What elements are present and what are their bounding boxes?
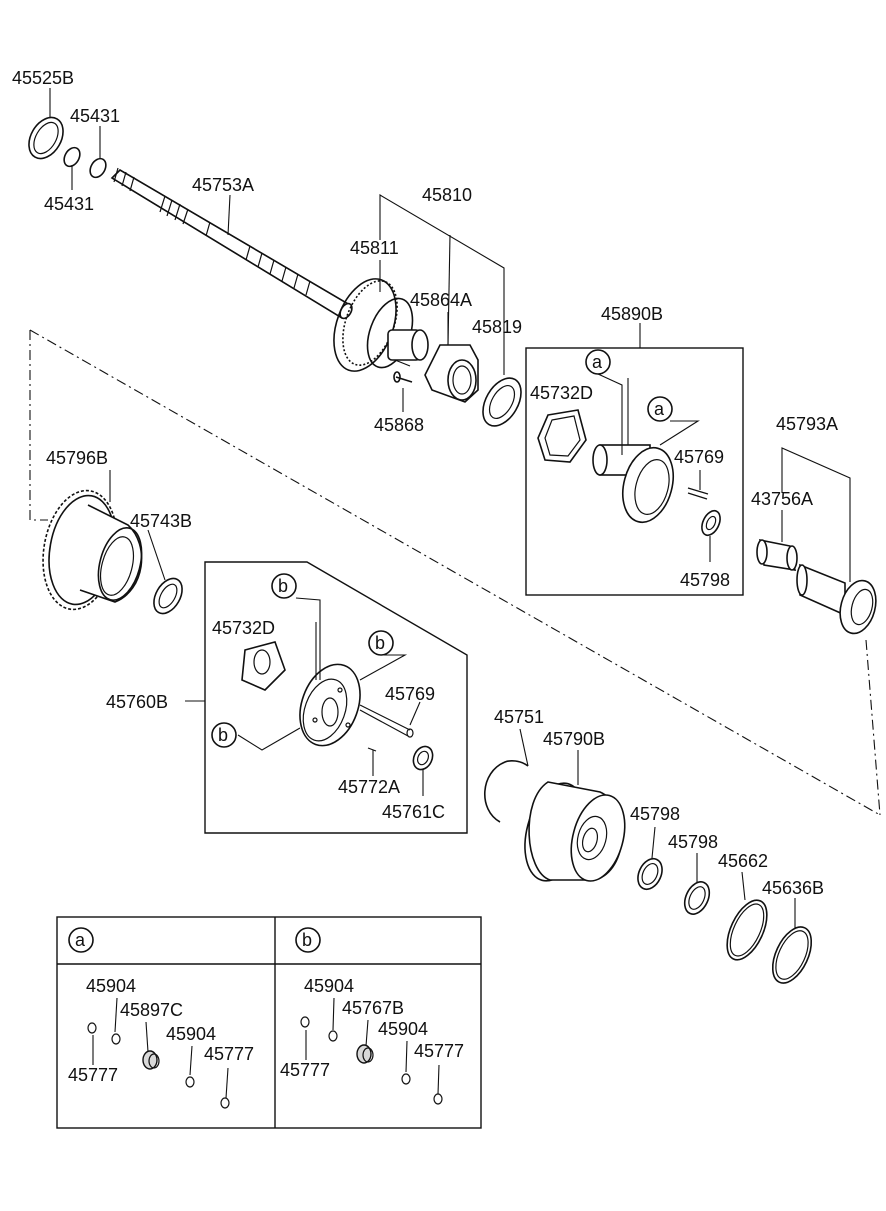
assembly-box-45890B xyxy=(525,347,744,596)
svg-text:a: a xyxy=(75,930,86,950)
thrust-washer-45798-b xyxy=(683,881,711,915)
svg-text:a: a xyxy=(654,399,665,419)
assembly-guide-line-right xyxy=(865,639,881,816)
marker-a-1: a xyxy=(585,349,611,375)
label-45798-b: 45798 xyxy=(668,832,718,852)
label-43756A: 43756A xyxy=(751,489,813,509)
drum-45790B xyxy=(524,781,626,882)
table-a-item-4: 45777 xyxy=(68,1065,118,1085)
snap-ring-45431-a xyxy=(63,146,81,168)
snap-ring-45751 xyxy=(484,760,529,823)
output-shaft-45753A xyxy=(110,167,353,320)
table-header-a: a xyxy=(68,927,94,953)
table-b-item-3: 45904 xyxy=(378,1019,428,1039)
svg-text:b: b xyxy=(375,633,385,653)
label-45772A: 45772A xyxy=(338,777,400,797)
label-45743B: 45743B xyxy=(130,511,192,531)
thrust-washer-45798-a xyxy=(637,857,663,891)
label-45753A: 45753A xyxy=(192,175,254,195)
marker-a-2: a xyxy=(647,396,673,422)
table-b-item-1: 45904 xyxy=(304,976,354,996)
bearing-retainer-45864A xyxy=(424,344,479,403)
snap-ring-45431-b xyxy=(89,157,107,179)
seal-ring-45662 xyxy=(726,899,768,961)
table-a-item-1: 45904 xyxy=(86,976,136,996)
planetary-carrier-45760B xyxy=(241,641,414,752)
label-45431-top: 45431 xyxy=(70,106,120,126)
marker-b-2: b xyxy=(368,630,394,656)
label-45811: 45811 xyxy=(350,238,399,258)
reference-table: a b 45904 45897C 45904 45777 45777 45904… xyxy=(56,916,482,1129)
assembly-guide-line xyxy=(29,330,48,521)
label-45761C: 45761C xyxy=(382,802,445,822)
label-45525B: 45525B xyxy=(12,68,74,88)
svg-text:a: a xyxy=(592,352,603,372)
ring-gear-45796B xyxy=(42,489,143,611)
thrust-washer-45761C xyxy=(412,745,434,771)
label-45751: 45751 xyxy=(494,707,544,727)
differential-case-45890B xyxy=(537,409,709,524)
table-a-item-2: 45897C xyxy=(120,1000,183,1020)
label-45796B: 45796B xyxy=(46,448,108,468)
pinion-gear-45767B xyxy=(356,1044,374,1064)
svg-text:b: b xyxy=(218,725,228,745)
bushing-43756A xyxy=(756,538,798,571)
table-b-item-5: 45777 xyxy=(414,1041,464,1061)
svg-text:b: b xyxy=(278,576,288,596)
label-45819: 45819 xyxy=(472,317,522,337)
label-45798-a: 45798 xyxy=(630,804,680,824)
label-45864A: 45864A xyxy=(410,290,472,310)
marker-b-1: b xyxy=(271,573,297,599)
label-45810: 45810 xyxy=(422,185,472,205)
drive-gear-45811 xyxy=(333,278,429,372)
label-45793A: 45793A xyxy=(776,414,838,434)
pinion-gear-45897C xyxy=(142,1050,160,1070)
table-b-item-2: 45767B xyxy=(342,998,404,1018)
assembly-box-45760B xyxy=(204,561,468,834)
thrust-washer-45743B xyxy=(153,577,183,615)
label-45732D-mid: 45732D xyxy=(212,618,275,638)
label-45760B: 45760B xyxy=(106,692,168,712)
thrust-washer-45798-box xyxy=(701,509,721,537)
assembly-guide-line-diagonal xyxy=(29,329,881,816)
label-45798-box: 45798 xyxy=(680,570,730,590)
bolt-45868 xyxy=(393,371,413,383)
label-45431-bottom: 45431 xyxy=(44,194,94,214)
label-45890B: 45890B xyxy=(601,304,663,324)
label-45790B: 45790B xyxy=(543,729,605,749)
table-a-item-3: 45904 xyxy=(166,1024,216,1044)
table-a-item-5: 45777 xyxy=(204,1044,254,1064)
label-45868: 45868 xyxy=(374,415,424,435)
label-45732D-top: 45732D xyxy=(530,383,593,403)
drive-shaft-45793A xyxy=(796,563,877,635)
svg-text:b: b xyxy=(302,930,312,950)
label-45636B: 45636B xyxy=(762,878,824,898)
label-45769-mid: 45769 xyxy=(385,684,435,704)
leader-lines xyxy=(49,88,851,928)
seal-ring-45636B xyxy=(771,926,813,984)
table-header-b: b xyxy=(295,927,321,953)
seal-ring-45525B xyxy=(28,116,64,160)
label-45769-top: 45769 xyxy=(674,447,724,467)
table-b-item-4: 45777 xyxy=(280,1060,330,1080)
label-45662: 45662 xyxy=(718,851,768,871)
marker-b-3: b xyxy=(211,722,237,748)
bearing-45819 xyxy=(482,377,522,427)
